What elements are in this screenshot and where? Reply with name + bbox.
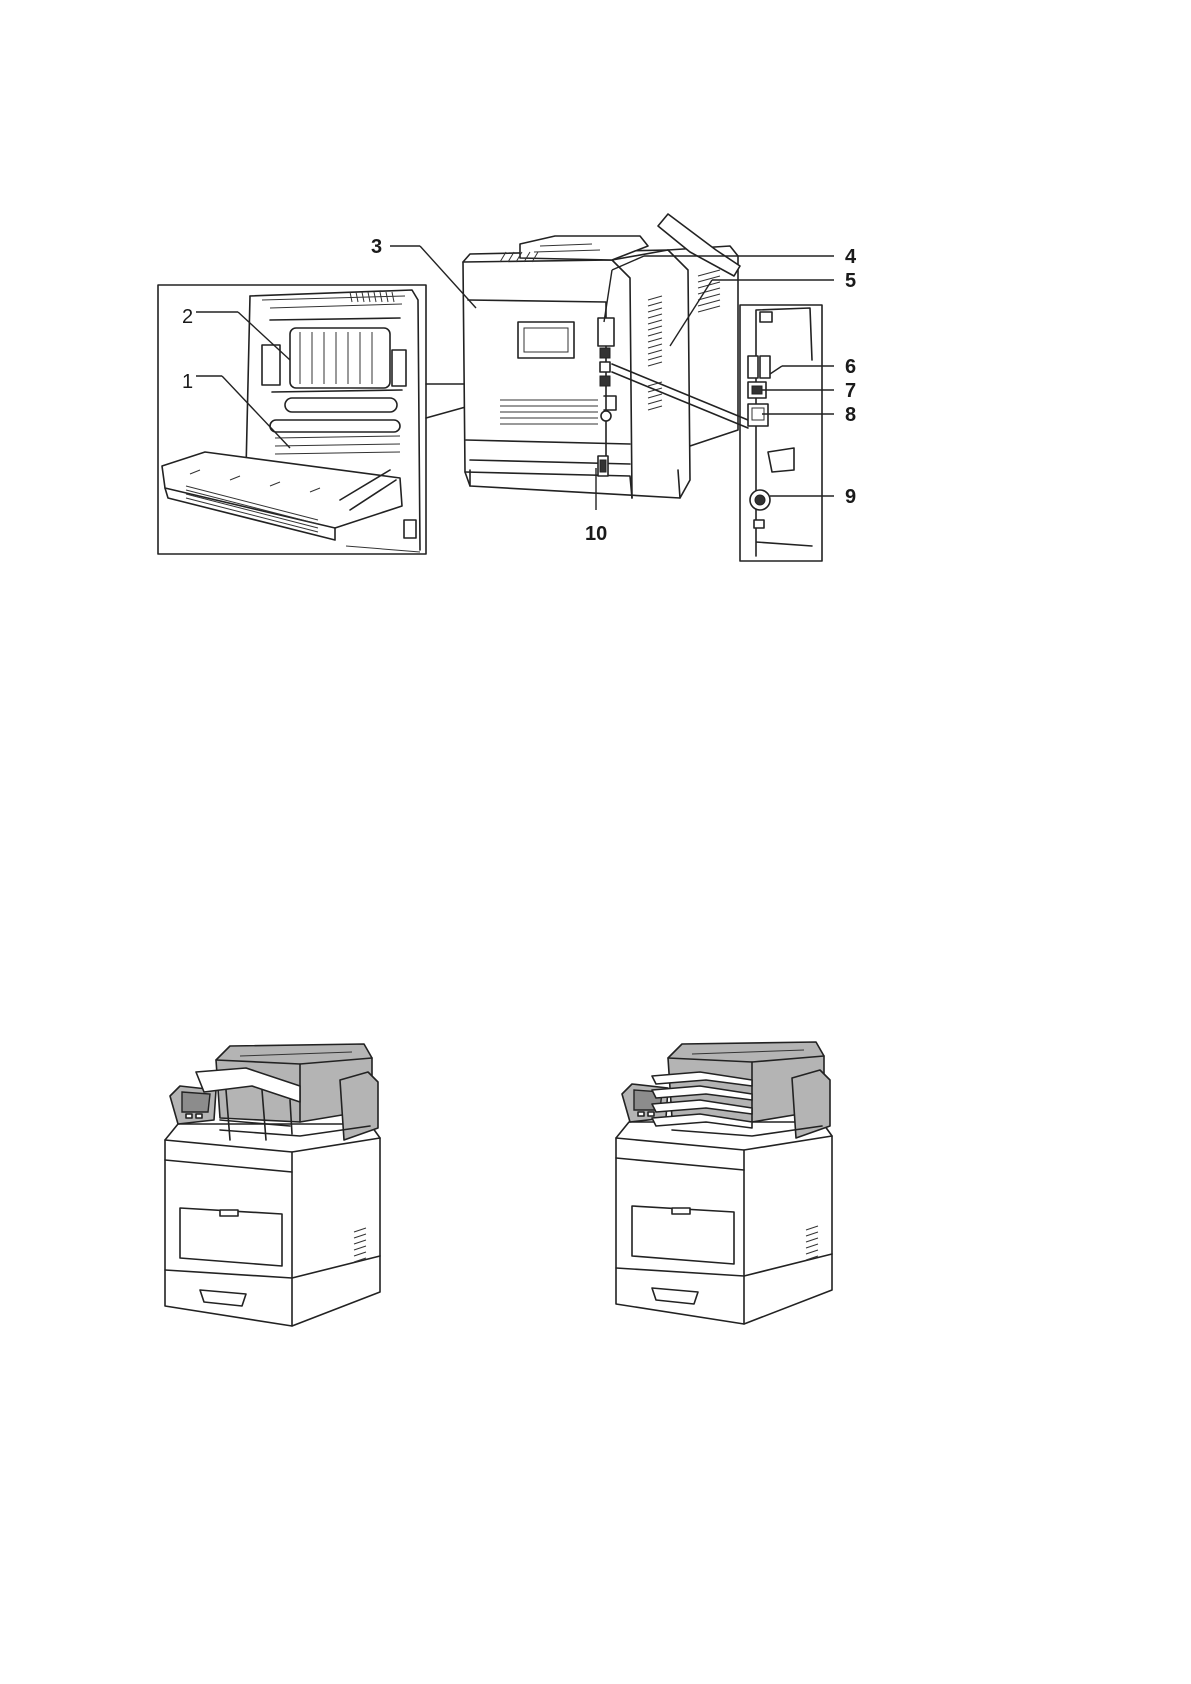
printer-with-mailbox: [616, 1042, 832, 1324]
rear-view-figure: 2 1 3 4 5 6 7 8 9 10: [158, 214, 857, 561]
rear-door-inset: [158, 285, 426, 554]
callout-1: 1: [182, 371, 193, 393]
port-detail-panel: [740, 305, 822, 561]
callout-9: 9: [845, 486, 856, 508]
callout-2: 2: [182, 306, 193, 328]
callout-5: 5: [845, 270, 856, 292]
printer-with-finisher: [165, 1044, 380, 1326]
callout-7: 7: [845, 380, 856, 402]
callout-10: 10: [585, 523, 607, 545]
callout-3: 3: [371, 236, 382, 258]
callout-4: 4: [845, 246, 857, 268]
callout-6: 6: [845, 356, 856, 378]
callout-8: 8: [845, 404, 856, 426]
